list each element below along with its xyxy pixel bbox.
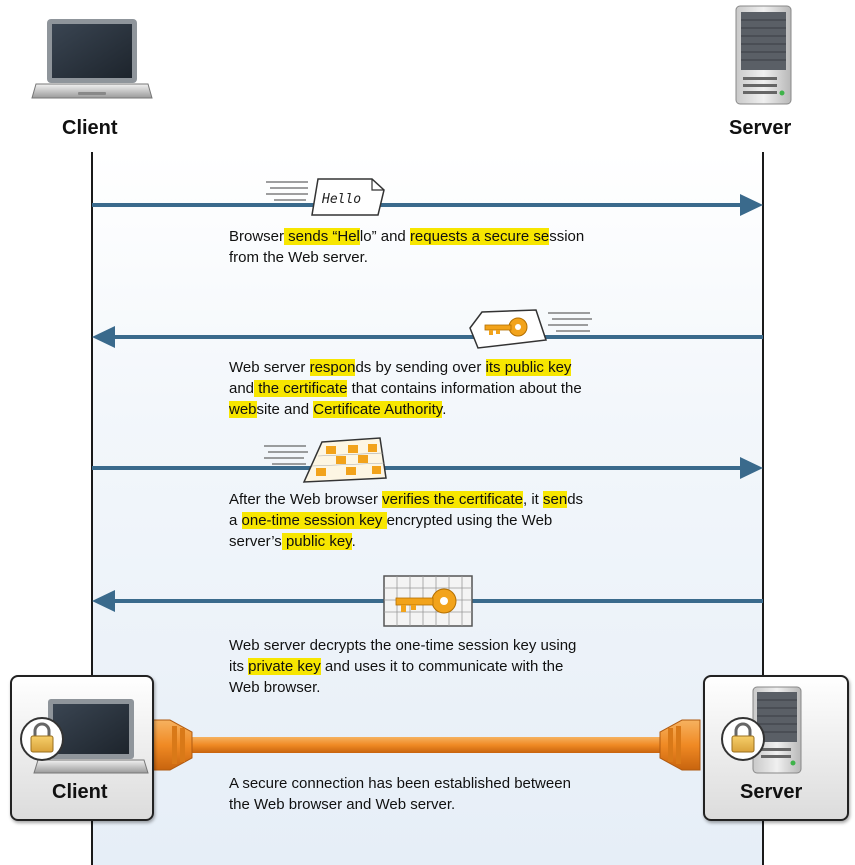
- arrow-client-to-server-2: [92, 457, 763, 479]
- highlighted-text: respon: [309, 359, 356, 376]
- encrypted-key-icon: [383, 575, 473, 627]
- step-text-segment: encrypted using the Web: [386, 512, 553, 529]
- key-envelope-icon: [469, 309, 592, 349]
- client-lifeline: [91, 152, 93, 865]
- step-text-segment: Web browser.: [229, 679, 321, 696]
- step-text-segment: a: [229, 512, 242, 529]
- step-1-text: Browser sends “Hello” and requests a sec…: [229, 226, 627, 268]
- step-text-segment: .: [351, 533, 356, 550]
- step-text-segment: Web server: [229, 359, 310, 376]
- highlighted-text: sends “Hel: [284, 228, 360, 245]
- step-text-segment: and uses it to communicate with the: [320, 658, 564, 675]
- step-2-text: Web server responds by sending over its …: [229, 357, 627, 420]
- step-text-segment: ds by sending over: [355, 359, 486, 376]
- server-tower-icon: [735, 5, 792, 105]
- secure-cable-icon: [151, 719, 701, 771]
- step-text-segment: site and: [256, 401, 314, 418]
- step-text-segment: .: [442, 401, 447, 418]
- highlighted-text: public key: [281, 533, 352, 550]
- highlighted-text: sen: [543, 491, 568, 508]
- client-label: Client: [62, 117, 118, 139]
- step-text-segment: lo” and: [359, 228, 410, 245]
- final-text-line-1: A secure connection has been established…: [229, 775, 571, 792]
- step-text-segment: After the Web browser: [229, 491, 383, 508]
- laptop-icon: [31, 19, 153, 99]
- highlighted-text: verifies the certificate: [382, 491, 524, 508]
- step-text-segment: Web server decrypts the one-time session…: [229, 637, 577, 654]
- final-text: A secure connection has been established…: [229, 773, 627, 815]
- secure-server-label: Server: [740, 781, 803, 803]
- step-4-text: Web server decrypts the one-time session…: [229, 635, 627, 698]
- highlighted-text: the certificate: [254, 380, 348, 397]
- secure-server-icon: [721, 686, 802, 774]
- arrow-client-to-server-1: [92, 194, 763, 216]
- server-label: Server: [729, 117, 792, 139]
- highlighted-text: its public key: [485, 359, 572, 376]
- highlighted-text: one-time session key: [241, 512, 387, 529]
- secure-server-box: Server: [703, 675, 849, 821]
- highlighted-text: requests a secure se: [409, 228, 550, 245]
- secure-laptop-icon: [20, 699, 149, 774]
- secure-client-box: Client: [10, 675, 154, 821]
- hello-document-icon: Hello: [266, 178, 385, 216]
- arrow-server-to-client-1: [92, 326, 763, 348]
- highlighted-text: Certificate Authority: [313, 401, 443, 418]
- highlighted-text: private key: [248, 658, 321, 675]
- step-text-segment: Browser: [229, 228, 285, 245]
- secure-client-label: Client: [52, 781, 108, 803]
- server-lifeline: [762, 152, 764, 865]
- step-text-segment: , it: [523, 491, 544, 508]
- step-text-segment: server’s: [229, 533, 282, 550]
- step-text-segment: from the Web server.: [229, 249, 368, 266]
- hello-text: Hello: [321, 192, 361, 207]
- certificate-icon: [264, 437, 387, 483]
- step-text-segment: ds: [567, 491, 584, 508]
- final-text-line-2: the Web browser and Web server.: [229, 796, 456, 813]
- highlighted-text: web: [229, 401, 257, 418]
- step-3-text: After the Web browser verifies the certi…: [229, 489, 627, 552]
- step-text-segment: that contains information about the: [347, 380, 582, 397]
- step-text-segment: its: [229, 658, 249, 675]
- step-text-segment: and: [229, 380, 255, 397]
- step-text-segment: ssion: [549, 228, 585, 245]
